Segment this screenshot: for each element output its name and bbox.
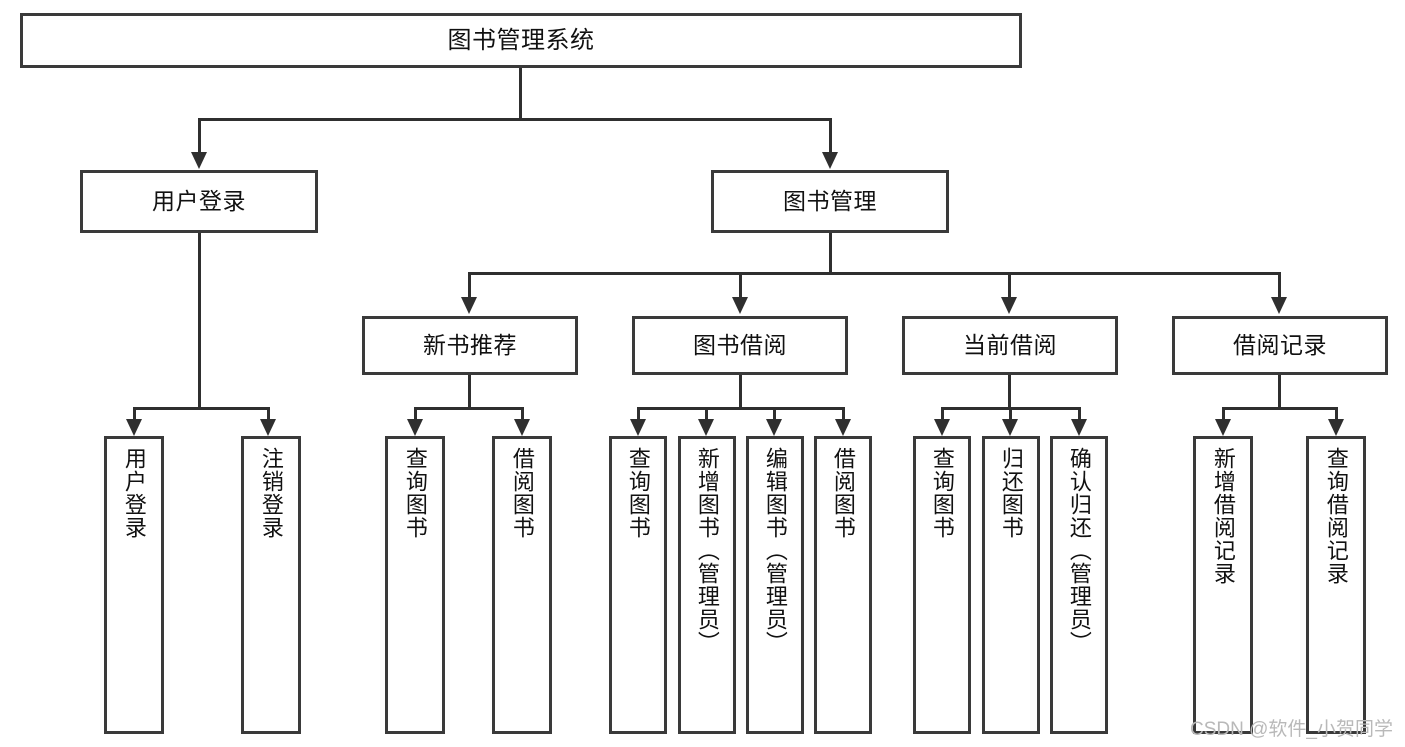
arrowhead-bb-edit: [766, 419, 782, 436]
leaf-cb-return-book[interactable]: 归还图书: [982, 436, 1040, 734]
arrowhead-bb-query: [630, 419, 646, 436]
connector-drop-new-book: [468, 272, 471, 299]
node-label: 用户登录: [121, 447, 147, 539]
connector-drop-cb-query: [941, 407, 944, 421]
leaf-cb-query-book[interactable]: 查询图书: [913, 436, 971, 734]
node-current-borrow[interactable]: 当前借阅: [902, 316, 1118, 375]
connector-drop-nb-query: [414, 407, 417, 421]
node-label: 当前借阅: [963, 332, 1057, 359]
connector-drop-borrow-record: [1278, 272, 1281, 299]
connector-drop-bb-edit: [773, 407, 776, 421]
connector-drop-br-query: [1335, 407, 1338, 421]
node-book-borrow[interactable]: 图书借阅: [632, 316, 848, 375]
arrowhead-current-borrow: [1001, 297, 1017, 314]
node-label: 确认归还（管理员）: [1066, 447, 1092, 654]
node-label: 图书管理: [783, 188, 877, 215]
leaf-bb-add-book[interactable]: 新增图书（管理员）: [678, 436, 736, 734]
connector-user-login-stem: [198, 233, 201, 407]
leaf-bb-borrow-book[interactable]: 借阅图书: [814, 436, 872, 734]
node-label: 新增借阅记录: [1210, 447, 1236, 585]
arrowhead-bb-borrow: [835, 419, 851, 436]
connector-drop-cb-return: [1009, 407, 1012, 421]
arrowhead-user-login: [191, 152, 207, 169]
node-label: 编辑图书（管理员）: [762, 447, 788, 654]
connector-level2-bus: [468, 272, 1281, 275]
connector-drop-bb-borrow: [842, 407, 845, 421]
node-label: 新书推荐: [423, 332, 517, 359]
arrowhead-nb-borrow: [514, 419, 530, 436]
connector-level1-bus: [198, 118, 832, 121]
node-label: 图书管理系统: [447, 26, 595, 54]
arrowhead-nb-query: [407, 419, 423, 436]
connector-drop-book-manage: [829, 118, 832, 153]
connector-user-login-bus: [133, 407, 269, 410]
connector-drop-nb-borrow: [521, 407, 524, 421]
connector-drop-bb-add: [705, 407, 708, 421]
connector-book-manage-stem: [829, 233, 832, 272]
connector-drop-bb-query: [637, 407, 640, 421]
node-book-management[interactable]: 图书管理: [711, 170, 949, 233]
arrowhead-book-manage: [822, 152, 838, 169]
node-label: 新增图书（管理员）: [694, 447, 720, 654]
arrowhead-br-add: [1215, 419, 1231, 436]
node-label: 查询图书: [929, 447, 955, 539]
node-borrow-record[interactable]: 借阅记录: [1172, 316, 1388, 375]
connector-new-book-bus: [414, 407, 524, 410]
node-label: 借阅记录: [1233, 332, 1327, 359]
node-new-book-recommend[interactable]: 新书推荐: [362, 316, 578, 375]
node-label: 借阅图书: [509, 447, 535, 539]
arrowhead-bb-add: [698, 419, 714, 436]
arrowhead-borrow-record: [1271, 297, 1287, 314]
leaf-nb-query-book[interactable]: 查询图书: [385, 436, 445, 734]
node-user-login[interactable]: 用户登录: [80, 170, 318, 233]
connector-drop-user-login: [198, 118, 201, 153]
connector-current-borrow-stem: [1008, 375, 1011, 407]
leaf-bb-query-book[interactable]: 查询图书: [609, 436, 667, 734]
arrowhead-cb-return: [1002, 419, 1018, 436]
node-label: 查询图书: [625, 447, 651, 539]
leaf-cb-confirm-return[interactable]: 确认归还（管理员）: [1050, 436, 1108, 734]
arrowhead-cb-confirm: [1071, 419, 1087, 436]
arrowhead-cb-query: [934, 419, 950, 436]
leaf-nb-borrow-book[interactable]: 借阅图书: [492, 436, 552, 734]
csdn-watermark: CSDN @软件_小贺同学: [1190, 719, 1393, 740]
leaf-br-add-record[interactable]: 新增借阅记录: [1193, 436, 1253, 734]
node-label: 借阅图书: [830, 447, 856, 539]
node-label: 归还图书: [998, 447, 1024, 539]
connector-borrow-record-bus: [1222, 407, 1338, 410]
connector-drop-leaf-user-login: [133, 407, 136, 421]
connector-new-book-stem: [468, 375, 471, 407]
connector-drop-book-borrow: [739, 272, 742, 299]
connector-book-borrow-stem: [739, 375, 742, 407]
leaf-user-login[interactable]: 用户登录: [104, 436, 164, 734]
leaf-br-query-record[interactable]: 查询借阅记录: [1306, 436, 1366, 734]
connector-borrow-record-stem: [1278, 375, 1281, 407]
node-label: 查询图书: [402, 447, 428, 539]
arrowhead-br-query: [1328, 419, 1344, 436]
node-root-system[interactable]: 图书管理系统: [20, 13, 1022, 68]
connector-drop-br-add: [1222, 407, 1225, 421]
arrowhead-book-borrow: [732, 297, 748, 314]
connector-drop-current-borrow: [1008, 272, 1011, 299]
arrowhead-leaf-user-login: [126, 419, 142, 436]
node-label: 查询借阅记录: [1323, 447, 1349, 585]
arrowhead-new-book: [461, 297, 477, 314]
node-label: 注销登录: [258, 447, 284, 539]
leaf-logout[interactable]: 注销登录: [241, 436, 301, 734]
connector-drop-leaf-logout: [267, 407, 270, 421]
arrowhead-leaf-logout: [260, 419, 276, 436]
node-label: 用户登录: [152, 188, 246, 215]
connector-root-stem: [519, 68, 522, 118]
connector-book-borrow-bus: [637, 407, 845, 410]
leaf-bb-edit-book[interactable]: 编辑图书（管理员）: [746, 436, 804, 734]
node-label: 图书借阅: [693, 332, 787, 359]
connector-drop-cb-confirm: [1078, 407, 1081, 421]
